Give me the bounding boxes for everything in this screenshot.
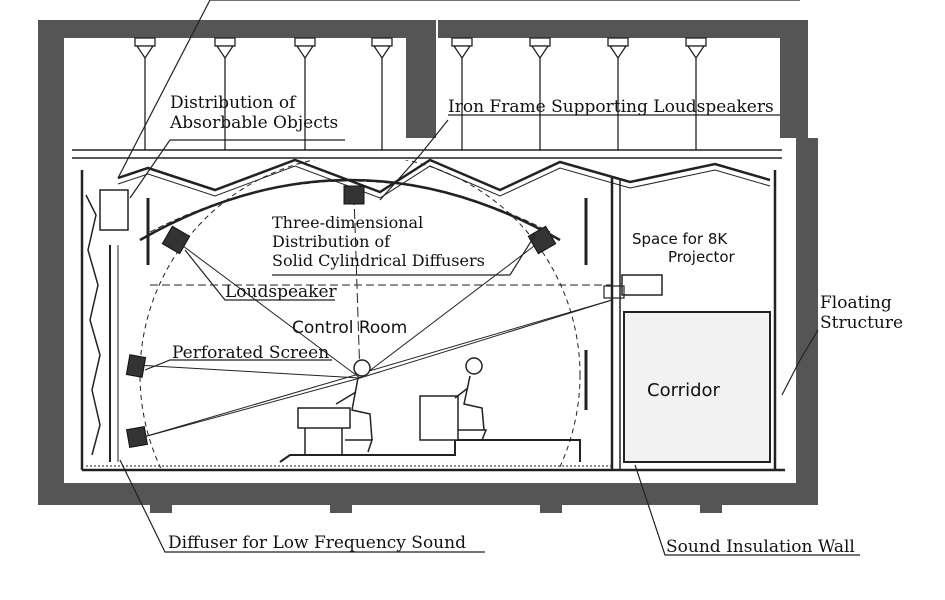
footing: [700, 503, 722, 513]
ceiling-speaker-fixture: [214, 37, 236, 150]
ray: [139, 377, 361, 439]
ceiling-speaker-fixture: [134, 37, 156, 150]
left-outer-wall: [38, 20, 64, 505]
fixture-mount: [371, 37, 393, 47]
footing: [540, 503, 562, 513]
ray: [359, 239, 543, 379]
ray: [174, 239, 361, 379]
ceiling-speaker-fixture: [607, 37, 629, 150]
footing: [330, 503, 352, 513]
fixture-mount: [451, 37, 473, 47]
operators: [297, 357, 488, 456]
leader-top: [117, 0, 211, 179]
label-perforated-screen: Perforated Screen: [172, 343, 329, 363]
footing: [150, 503, 172, 513]
listening-circle: [139, 160, 581, 468]
label-loudspeaker: Loudspeaker: [225, 282, 338, 302]
fixture-head: [295, 45, 315, 60]
center-axis: [353, 194, 361, 379]
corridor-box: [623, 311, 771, 463]
top-slab-left: [38, 20, 408, 38]
fixture-head: [372, 45, 392, 60]
projector-lens: [603, 285, 625, 299]
ray: [139, 299, 613, 439]
fixture-mount: [529, 37, 551, 47]
fixture-mount: [214, 37, 236, 47]
person-body: [351, 377, 373, 441]
fixture-head: [530, 45, 550, 60]
top-beam: [406, 20, 436, 138]
fixture-mount: [607, 37, 629, 47]
right-outer-wall: [796, 138, 818, 505]
person-head: [465, 357, 483, 375]
top-slab-right: [438, 20, 808, 38]
leader-low-freq: [119, 459, 485, 553]
fixture-head: [608, 45, 628, 60]
right-upper-wall: [780, 20, 808, 138]
leader-loudspeaker: [184, 249, 335, 301]
label-sound-insulation-wall: Sound Insulation Wall: [666, 537, 855, 557]
label-corridor: Corridor: [647, 380, 721, 401]
chair: [458, 429, 488, 441]
absorber-panel: [99, 189, 129, 231]
fixture-head: [686, 45, 706, 60]
loudspeaker-box: [161, 225, 191, 255]
label-iron-frame: Iron Frame Supporting Loudspeakers: [448, 97, 774, 117]
ceiling-speaker-fixture: [451, 37, 473, 150]
person-arm: [454, 387, 469, 399]
loudspeaker-box: [125, 354, 147, 378]
leader-absorbable: [129, 139, 345, 199]
loudspeaker-box: [343, 185, 365, 205]
fixture-head: [215, 45, 235, 60]
ceiling-speakers: [134, 37, 707, 150]
fixture-head: [452, 45, 472, 60]
ray: [359, 299, 613, 379]
iron-frame-arc-inner: [149, 180, 551, 233]
ray: [135, 364, 361, 379]
fixture-mount: [294, 37, 316, 47]
leader-iron-frame: [379, 119, 449, 201]
label-control-room: Control Room: [292, 318, 407, 338]
person-head: [353, 359, 371, 377]
building-structure: [38, 20, 818, 513]
ceiling-speaker-fixture: [529, 37, 551, 150]
chair: [345, 439, 374, 453]
low-freq-diffuser: [85, 194, 101, 456]
leader-insulation: [634, 464, 860, 556]
loudspeaker-box: [527, 225, 557, 255]
fixture-mount: [134, 37, 156, 47]
leader-diffusers: [509, 234, 536, 276]
projector-box: [621, 274, 663, 296]
loudspeakers: [125, 185, 557, 449]
stepped-riser: [279, 439, 581, 463]
person-arm: [335, 391, 357, 405]
loudspeaker-box: [125, 425, 149, 449]
leader-lines: [117, 0, 860, 556]
person-body: [463, 375, 485, 431]
zigzag-ceiling: [117, 158, 771, 194]
ceiling-speaker-fixture: [371, 37, 393, 150]
fixture-mount: [685, 37, 707, 47]
leader-floating: [781, 329, 819, 396]
bottom-slab: [38, 483, 818, 505]
fixture-head: [135, 45, 155, 60]
ceiling-speaker-fixture: [685, 37, 707, 150]
iron-frame-arc: [139, 178, 561, 242]
label-low-frequency-diffuser: Diffuser for Low Frequency Sound: [168, 533, 466, 553]
leader-perforated: [144, 359, 332, 371]
mixing-console: [297, 407, 351, 429]
ceiling-speaker-fixture: [294, 37, 316, 150]
producer-desk: [419, 395, 459, 441]
